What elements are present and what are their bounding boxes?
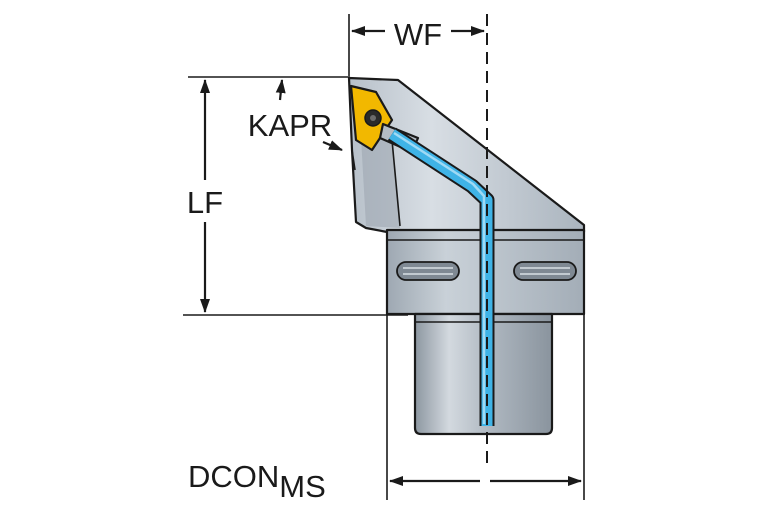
tool-body: [347, 76, 586, 436]
kapr-dimension: KAPR: [248, 79, 356, 171]
dcon-label: DCONMS: [188, 459, 326, 504]
dcon-subscript: MS: [279, 469, 326, 504]
wf-label: WF: [394, 17, 442, 52]
clamp-slot-left: [396, 261, 460, 281]
coolant-channel: [387, 127, 495, 426]
kapr-label: KAPR: [248, 108, 332, 143]
dcon-main: DCON: [188, 459, 279, 494]
clamp-slot-right: [513, 261, 577, 281]
lf-dimension: LF: [183, 76, 408, 316]
dcon-dimension: DCONMS: [188, 232, 585, 504]
wf-dimension: WF: [348, 14, 485, 76]
head-edge-line: [391, 139, 401, 227]
lf-label: LF: [187, 185, 223, 220]
